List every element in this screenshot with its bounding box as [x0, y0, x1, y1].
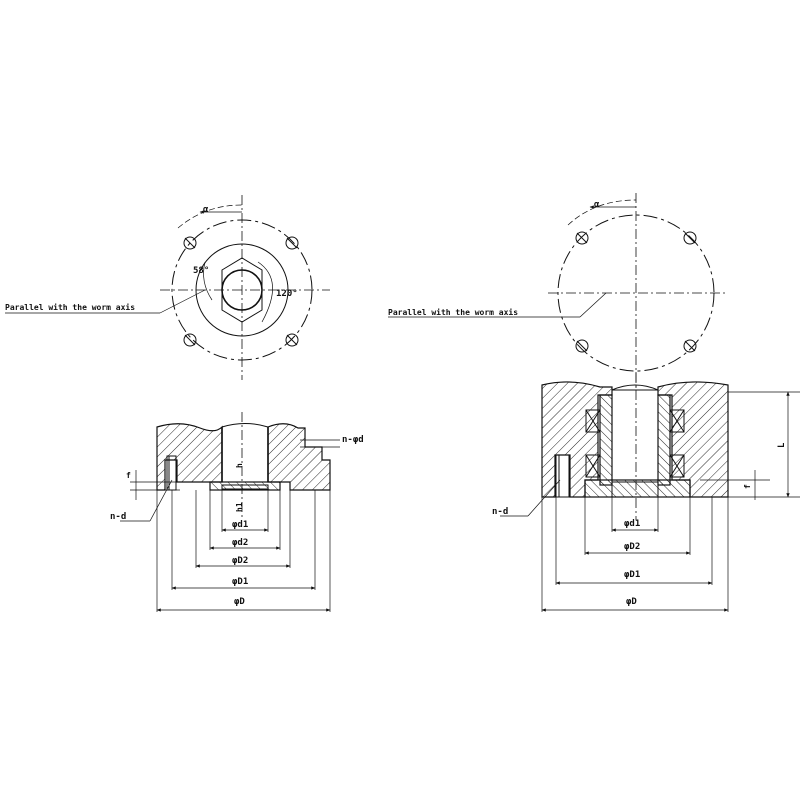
left-section-phi-D1-label: φD1: [232, 577, 248, 587]
left-section-phi-D2-label: φD2: [232, 556, 248, 566]
left-section-pin: [166, 455, 177, 491]
right-plan-bolt-hole: [683, 339, 697, 353]
right-section-bearing-ring: [669, 454, 685, 478]
left-section-phi-d2-label: φd2: [232, 538, 248, 548]
right-plan-bolt-hole: [683, 231, 697, 245]
left-section-n-phi-d-label: n-φd: [342, 435, 364, 445]
left-plan-120-arc: [257, 261, 273, 323]
left-plan-58-arc: [203, 261, 213, 301]
right-section-bearing: [657, 394, 671, 486]
right-section-phi-D2-label: φD2: [624, 542, 640, 552]
left-section-f-label: f: [126, 471, 131, 480]
right-section-base-plate: [584, 479, 691, 498]
right-section-bearing-ring: [585, 454, 601, 478]
right-section-phi-D1-label: φD1: [624, 570, 640, 580]
left-plan-bolt-hole: [183, 333, 197, 347]
right-section-phi-D-label: φD: [626, 597, 637, 607]
left-section-n-d-label: n-d: [110, 512, 126, 522]
left-plan-parallel-note: Parallel with the worm axis: [5, 302, 135, 312]
left-plan-bolt-hole: [285, 236, 299, 250]
left-plan-58-label: 58°: [193, 266, 209, 276]
right-plan-view: α Parallel with the worm axis: [388, 193, 728, 390]
right-section-n-d-label: n-d: [492, 507, 508, 517]
right-plan-parallel-note: Parallel with the worm axis: [388, 307, 518, 317]
left-section-h-label: h: [235, 463, 244, 468]
left-section-seal-plate: [209, 481, 281, 491]
right-section-L-label: L: [777, 442, 787, 448]
left-plan-alpha-arc: [177, 204, 243, 229]
right-plan-alpha-label: α: [594, 200, 600, 210]
left-section-h1-label: h1: [235, 502, 244, 512]
left-plan-bolt-hole: [183, 236, 197, 250]
left-section-phi-D-label: φD: [234, 597, 245, 607]
right-section-view: L f n-d φd1 φD2 φD1 φD: [492, 372, 800, 612]
right-section-pin: [555, 454, 570, 498]
right-section-bearing-ring: [585, 409, 601, 433]
left-plan-120-label: 120°: [276, 289, 298, 299]
right-section-phi-d1-label: φd1: [624, 519, 640, 529]
left-section-body-right: [267, 423, 331, 491]
right-section-bearing: [599, 394, 613, 486]
right-section-f-label: f: [743, 484, 752, 489]
right-plan-alpha-arc: [567, 199, 637, 226]
right-plan-bolt-hole: [575, 339, 589, 353]
left-plan-bolt-hole: [285, 333, 299, 347]
right-section-bearing-ring: [669, 409, 685, 433]
left-section-body-left: [156, 423, 223, 491]
left-plan-view: α 58° 120° Parallel with the worm axis: [5, 195, 330, 380]
left-section-view: f h h1 n-φd n-d φd1 φd2 φD2 φD1 φD: [110, 412, 364, 612]
right-plan-bolt-hole: [575, 231, 589, 245]
left-section-phi-d1-label: φd1: [232, 520, 248, 530]
left-plan-alpha-label: α: [203, 205, 209, 215]
